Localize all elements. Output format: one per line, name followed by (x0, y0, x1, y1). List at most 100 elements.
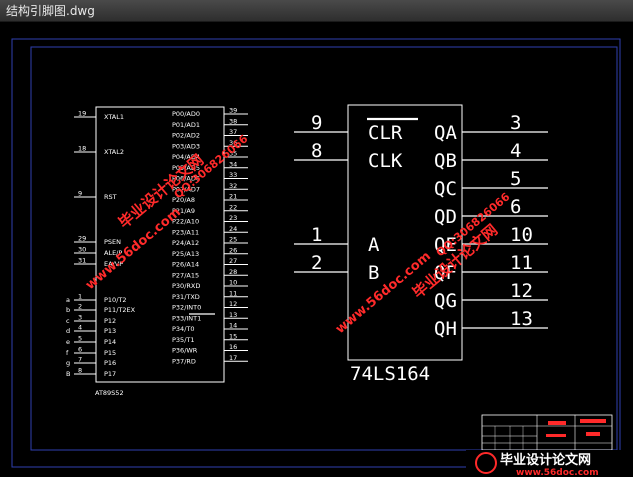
sr-pin-label: QH (434, 318, 457, 340)
mcu-pin-label: P04/AD4 (172, 153, 200, 161)
mcu-pin-label: P17 (104, 370, 116, 378)
sr-pin-number: 1 (311, 224, 322, 246)
mcu-pin-number: 17 (229, 354, 237, 362)
sr-pin-label: QE (434, 234, 457, 256)
mcu-pin-number: 24 (229, 225, 237, 233)
sr-pin-number: 13 (510, 308, 533, 330)
mcu-pin-number: 21 (229, 193, 237, 201)
mcu-pin-number: 32 (229, 182, 237, 190)
footer-url-text: www.56doc.com (516, 468, 599, 477)
mcu-pin-net: B (66, 370, 70, 378)
sr-pin-label: A (368, 234, 380, 256)
mcu-pin-label: P30/RXD (172, 282, 200, 290)
mcu-pin-label: EA/VP (104, 260, 123, 268)
mcu-pin-net: b (66, 306, 70, 314)
sr-pin-number: 5 (510, 168, 521, 190)
mcu-pin-label: P21/A9 (172, 207, 195, 215)
mcu-pin-number: 1 (78, 293, 82, 301)
mcu-pin-net: e (66, 338, 70, 346)
sr-pin-label: B (368, 262, 379, 284)
mcu-pin-label: P22/A10 (172, 218, 199, 226)
sr-body (347, 104, 463, 361)
mcu-pin-label: P24/A12 (172, 239, 199, 247)
mcu-pin-label: P03/AD3 (172, 142, 200, 150)
sr-pin-label: QB (434, 150, 457, 172)
footer-logo: 毕业设计论文网 www.56doc.com (466, 450, 628, 477)
mcu-pin-label: P02/AD2 (172, 132, 200, 140)
sr-pin-label: CLR (368, 122, 403, 144)
mcu-pin-number: 19 (78, 110, 86, 118)
mcu-pin-number: 38 (229, 117, 237, 125)
mcu-pin-number: 35 (229, 150, 237, 158)
sr-part-label: 74LS164 (350, 363, 430, 385)
mcu-pin-label: P12 (104, 317, 116, 325)
mcu-pin-net: c (66, 317, 70, 325)
mcu-pin-net: d (66, 327, 70, 335)
inner-frame (30, 46, 618, 451)
mcu-pin-label: P23/A11 (172, 228, 199, 236)
window-titlebar: 结构引脚图.dwg (0, 0, 633, 22)
mcu-pin-number: 28 (229, 268, 237, 276)
mcu-pin-number: 33 (229, 171, 237, 179)
mcu-pin-label: P36/WR (172, 347, 198, 355)
title-block (481, 414, 613, 451)
sr-pin-number: 2 (311, 252, 322, 274)
mcu-pin-label: RST (104, 193, 117, 201)
mcu-pin-label: P27/A15 (172, 271, 199, 279)
mcu-pin-number: 37 (229, 128, 237, 136)
mcu-pin-number: 30 (78, 246, 86, 254)
sr-pin-number: 6 (510, 196, 521, 218)
mcu-pin-label: P10/T2 (104, 296, 127, 304)
window-title: 结构引脚图.dwg (6, 4, 95, 18)
mcu-pin-label: P37/RD (172, 357, 196, 365)
mcu-pin-number: 8 (78, 367, 82, 375)
sr-pin-number: 9 (311, 112, 322, 134)
mcu-pin-net: g (66, 359, 70, 367)
sr-pin-number: 4 (510, 140, 521, 162)
sr-pin-label: QF (434, 262, 457, 284)
mcu-pin-number: 25 (229, 236, 237, 244)
sr-pin-label: CLK (368, 150, 403, 172)
sr-pin-number: 11 (510, 252, 533, 274)
mcu-pin-label: ALE/P (104, 249, 122, 257)
sr-pin-number: 12 (510, 280, 533, 302)
mcu-pin-label: P06/AD6 (172, 175, 200, 183)
mcu-pin-label: P11/T2EX (104, 306, 136, 314)
mcu-pin-number: 4 (78, 324, 82, 332)
mcu-pin-label: P35/T1 (172, 336, 195, 344)
mcu-pin-number: 10 (229, 279, 237, 287)
mcu-pin-label: P00/AD0 (172, 110, 200, 118)
sr-pin-label: QA (434, 122, 457, 144)
mcu-pin-number: 23 (229, 214, 237, 222)
mcu-pin-number: 36 (229, 139, 237, 147)
sr-pin-label: QG (434, 290, 457, 312)
footer-cn-text: 毕业设计论文网 (500, 452, 591, 468)
mcu-pin-number: 27 (229, 257, 237, 265)
mcu-pin-number: 13 (229, 311, 237, 319)
sr-pin-number: 8 (311, 140, 322, 162)
sr-pin-label: QC (434, 178, 457, 200)
mcu-pin-label: XTAL2 (104, 148, 124, 156)
mcu-pin-number: 15 (229, 332, 237, 340)
sr-pin-label: QD (434, 206, 457, 228)
mcu-pin-label: P15 (104, 349, 116, 357)
mcu-pin-number: 31 (78, 257, 86, 265)
mcu-pin-number: 9 (78, 190, 82, 198)
mcu-pin-number: 6 (78, 346, 82, 354)
mcu-pin-number: 7 (78, 356, 82, 364)
mcu-part-label: AT89S52 (95, 389, 124, 397)
mcu-pin-label: P16 (104, 359, 116, 367)
mcu-pin-label: P26/A14 (172, 261, 199, 269)
mcu-pin-number: 5 (78, 335, 82, 343)
mcu-pin-number: 26 (229, 246, 237, 254)
mcu-pin-number: 14 (229, 322, 237, 330)
mcu-pin-number: 11 (229, 289, 237, 297)
outer-frame (11, 38, 621, 468)
mcu-pin-label: P34/T0 (172, 325, 195, 333)
mcu-pin-number: 34 (229, 160, 237, 168)
logo-mark-icon (475, 452, 497, 474)
